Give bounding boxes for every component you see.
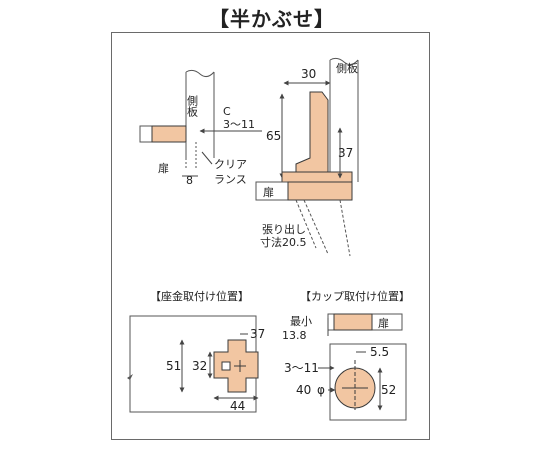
page-title: 【半かぶせ】: [182, 3, 362, 31]
dim-8-left: 8: [186, 174, 193, 187]
base-plate-section: 【座金取付け位置】 37 51 32 44: [127, 289, 265, 413]
side-panel-break: [185, 69, 215, 78]
cup-min-value: 13.8: [282, 329, 307, 342]
dim-c-range: 3～11: [223, 118, 255, 131]
hinge-base: [281, 171, 353, 183]
top-right-section: 30 側板 65 37 扉 張り出し 寸法20.5: [255, 57, 359, 257]
door-swing-lines: [295, 199, 351, 257]
dim-30: 30: [301, 67, 316, 81]
overhang-label-1: 張り出し: [262, 222, 306, 236]
top-left-section: 側板 扉 C 3～11 8 クリア ランス: [139, 69, 262, 187]
dim-37-base: 37: [250, 327, 265, 341]
dim-3-11-cup: 3～11: [284, 361, 319, 375]
dim-44: 44: [230, 399, 245, 413]
dim-52: 52: [381, 383, 396, 397]
door-label-left: 扉: [158, 162, 169, 175]
overhang-label-2: 寸法20.5: [260, 235, 307, 249]
hinge-plate-left: [151, 125, 187, 143]
dim-40-phi: 40: [296, 383, 311, 397]
dim-c-label: C: [223, 105, 231, 118]
door-label-right: 扉: [263, 186, 274, 199]
cup-heading: 【カップ取付け位置】: [300, 289, 410, 303]
dim-32: 32: [192, 359, 207, 373]
phi-symbol: φ: [317, 383, 325, 397]
side-panel-label: 側板: [186, 95, 199, 118]
cup-min-label: 最小: [290, 315, 312, 328]
cup-door-label: 扉: [378, 317, 389, 330]
side-panel-label-right: 側板: [336, 61, 358, 75]
cup-door-plate: [333, 313, 373, 331]
dim-51: 51: [166, 359, 181, 373]
clearance-label-1: クリア: [214, 158, 247, 171]
dim-5-5: 5.5: [370, 345, 389, 359]
hinge-cup-door: [287, 181, 353, 201]
clearance-label-2: ランス: [214, 173, 247, 186]
dim-37-top: 37: [338, 146, 353, 160]
base-heading: 【座金取付け位置】: [150, 289, 249, 303]
dim-65: 65: [266, 129, 281, 143]
cup-section: 【カップ取付け位置】 最小 13.8 扉 5.5 3～11 40 φ 52: [282, 289, 410, 421]
hinge-arm: [295, 91, 329, 173]
